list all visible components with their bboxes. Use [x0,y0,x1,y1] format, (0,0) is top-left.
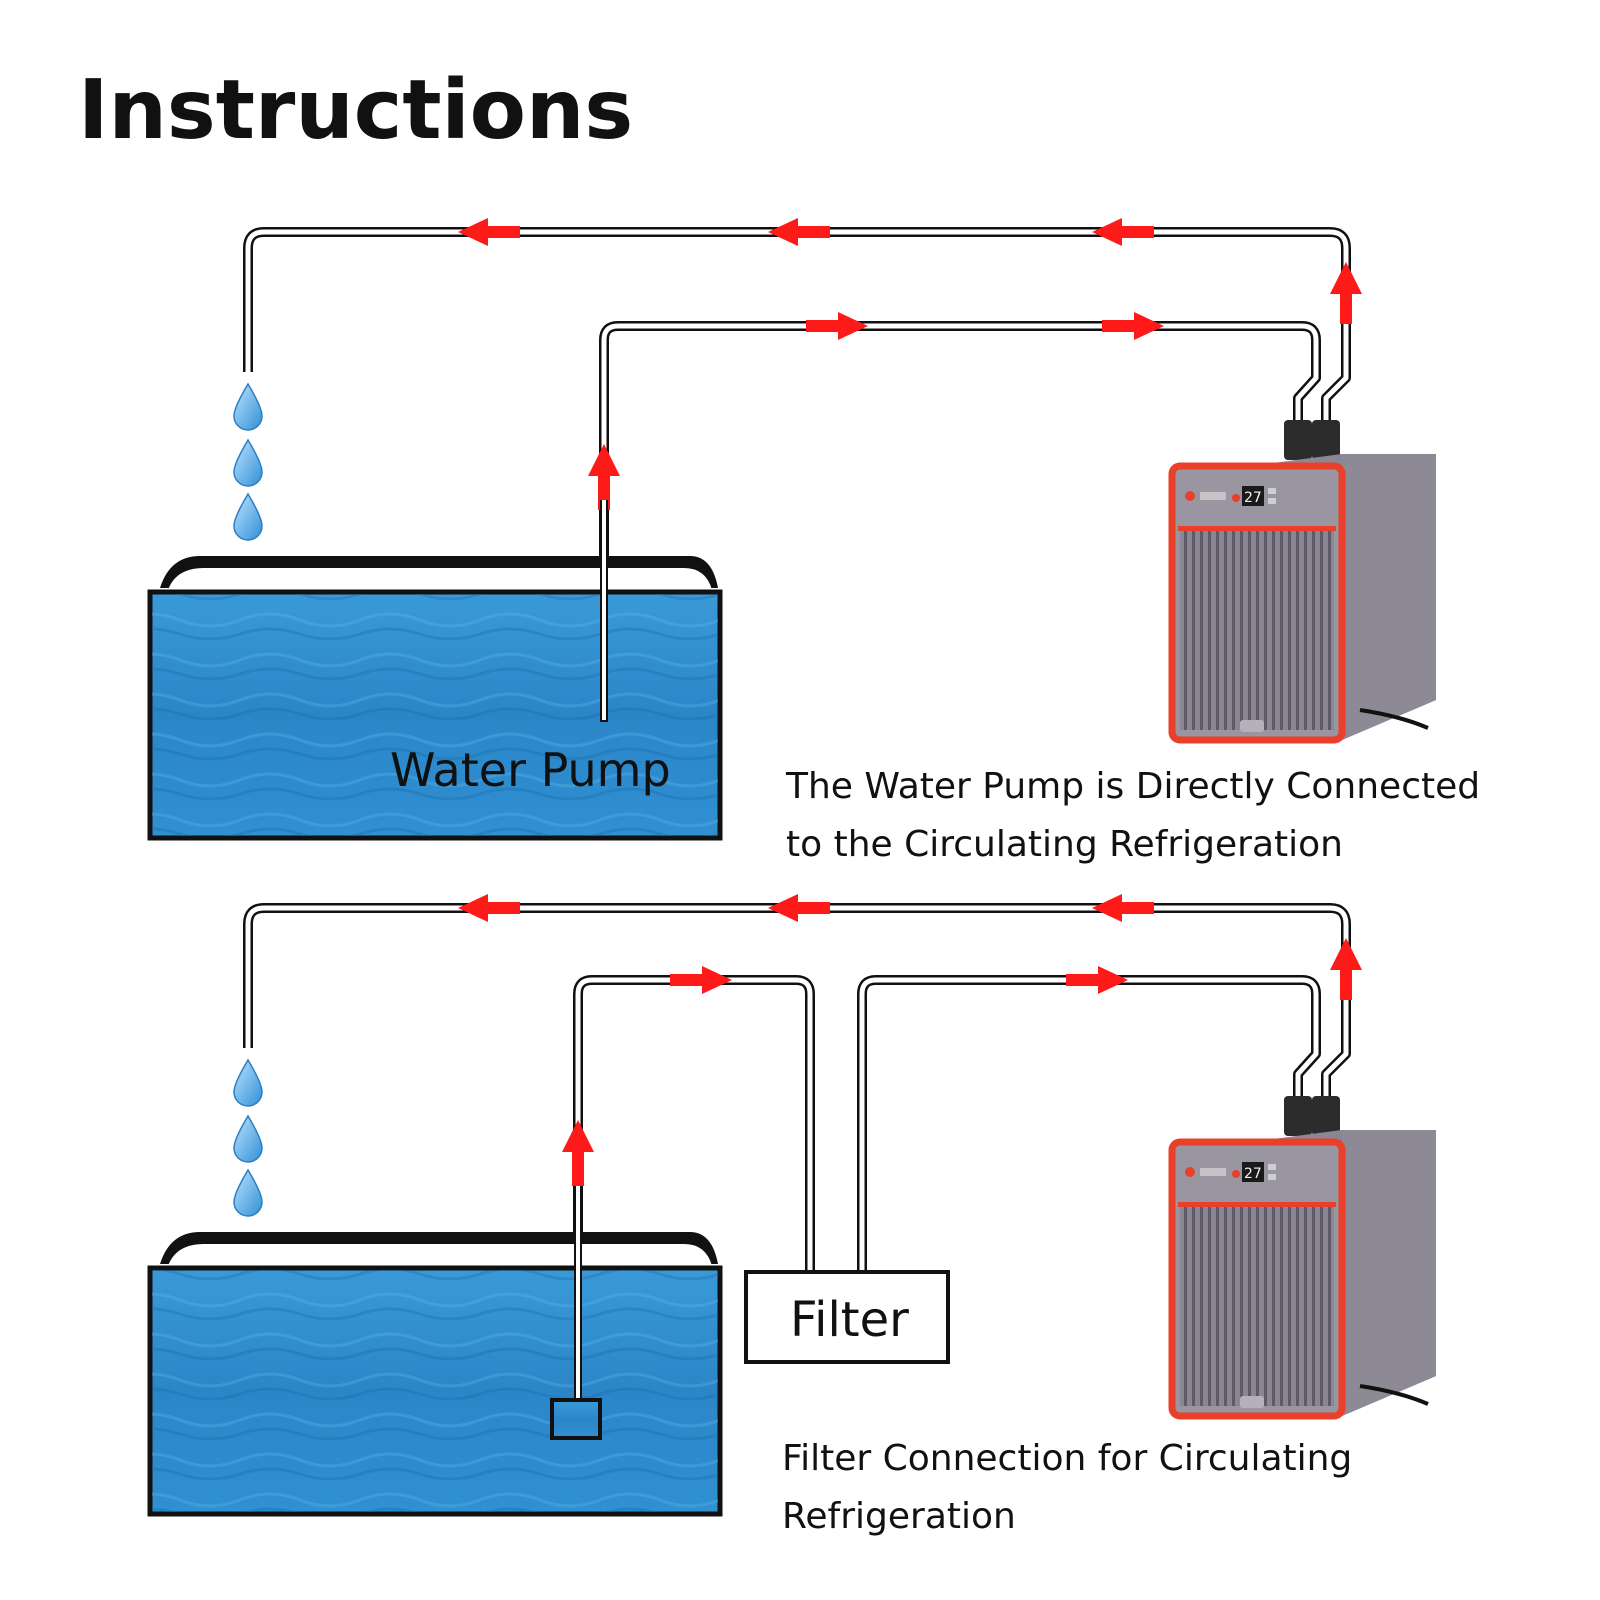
flow-arrows-supply [562,966,1128,1186]
arrow-right [670,966,732,994]
temperature-readout: 27 [1244,490,1262,506]
power-cord [1359,708,1429,730]
submersible-pump [550,1398,602,1440]
temperature-readout: 27 [1244,1166,1262,1182]
water-drops [233,1058,263,1217]
filter-box: Filter [744,1270,950,1364]
temperature-display [1242,486,1264,506]
scenario-direct: Water Pump 27 The Water Pump is Directly… [147,218,1480,865]
arrow-right [1066,966,1128,994]
arrow-left [458,218,520,246]
water-drop-icon [233,1058,263,1107]
filter-label: Filter [790,1292,909,1348]
arrow-up [588,444,620,510]
temperature-display [1242,1162,1264,1182]
water-drop-icon [233,382,263,431]
arrow-up [1330,938,1362,1000]
return-pipe [243,903,1351,1096]
arrow-right [1102,312,1164,340]
power-cord [1359,1384,1429,1406]
water-drop-icon [233,492,263,541]
water-tank [147,1186,723,1517]
arrow-up [1330,262,1362,324]
scenario-caption-line-2: to the Circulating Refrigeration [786,824,1343,865]
arrow-left [768,894,830,922]
page-title: Instructions [78,63,633,158]
arrow-left [768,218,830,246]
arrow-left [1092,218,1154,246]
brand-logo-icon [1185,491,1195,501]
flow-arrows-supply [588,312,1164,510]
water-drops [233,382,263,541]
chiller-unit: 27 [1168,420,1436,744]
scenario-caption-line-1: Filter Connection for Circulating [782,1438,1352,1479]
scenario-caption-line-2: Refrigeration [782,1496,1016,1537]
tank-label: Water Pump [390,743,671,797]
arrow-left [458,894,520,922]
scenario-filter: Filter 27 Filter Connection for Circulat… [147,894,1436,1537]
water-drop-icon [233,1168,263,1217]
water-drop-icon [233,1114,263,1163]
brand-logo-icon [1185,1167,1195,1177]
arrow-right [806,312,868,340]
scenario-caption-line-1: The Water Pump is Directly Connected [785,766,1480,807]
arrow-left [1092,894,1154,922]
flow-arrows-return [458,894,1362,1000]
water-tank: Water Pump [147,500,723,841]
water-drop-icon [233,438,263,487]
flow-arrows-return [458,218,1362,324]
chiller-unit: 27 [1168,1096,1436,1420]
arrow-up [562,1120,594,1186]
